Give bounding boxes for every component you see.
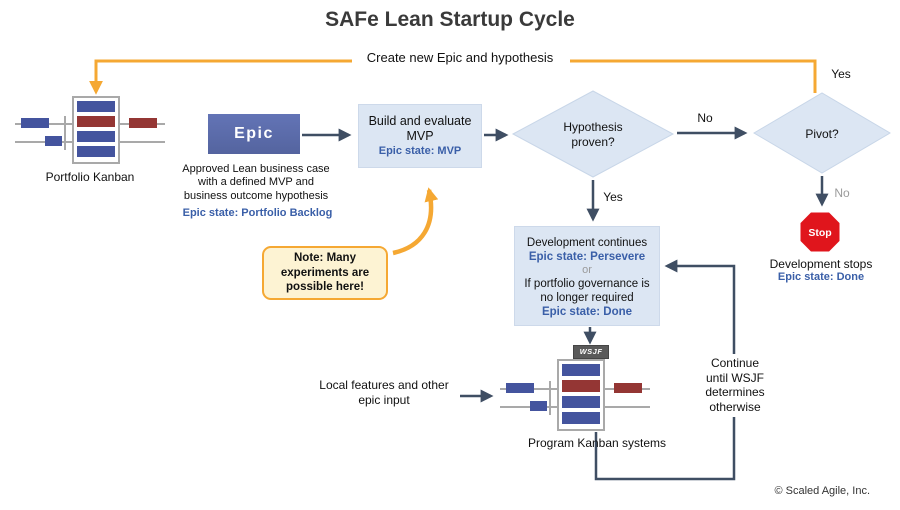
arrow-new-epic-to-portfolio-kanban xyxy=(89,59,352,95)
note-callout: Note: Many experiments are possible here… xyxy=(262,246,388,300)
portfolio-kanban-board-icon xyxy=(15,96,165,164)
build-mvp-state: Epic state: MVP xyxy=(378,144,462,157)
hypothesis-label: Hypothesis proven? xyxy=(563,120,623,149)
local-features-label: Local features and other epic input xyxy=(319,378,449,407)
pivot-label: Pivot? xyxy=(805,127,839,141)
pivot-yes-label: Yes xyxy=(831,67,851,81)
epic-description: Approved Lean business case with a defin… xyxy=(182,163,330,202)
stop-sign-label: Stop xyxy=(808,227,831,239)
development-or-label: or xyxy=(582,264,592,277)
continue-wsjf-label: Continue until WSJF determines otherwise xyxy=(699,354,771,417)
portfolio-kanban-label: Portfolio Kanban xyxy=(45,170,135,184)
build-mvp-label: Build and evaluate MVP xyxy=(368,114,472,144)
program-kanban-board-icon xyxy=(500,359,650,431)
epic-node: Epic xyxy=(208,114,300,154)
development-state-done: Epic state: Done xyxy=(541,306,633,319)
development-line2: If portfolio governance is no longer req… xyxy=(524,278,650,305)
hypothesis-no-label: No xyxy=(697,111,713,125)
arrow-pivot-yes-to-new-epic xyxy=(570,59,817,93)
development-stops-label: Development stops xyxy=(769,257,873,271)
hypothesis-yes-label: Yes xyxy=(603,190,623,204)
development-line1: Development continues xyxy=(526,237,648,249)
build-mvp-node: Build and evaluate MVP Epic state: MVP xyxy=(358,104,482,168)
create-epic-label: Create new Epic and hypothesis xyxy=(366,50,554,65)
development-state-persevere: Epic state: Persevere xyxy=(528,251,646,264)
development-stops-state: Epic state: Done xyxy=(777,271,865,283)
stop-sign-icon: Stop xyxy=(797,209,843,255)
program-kanban-label: Program Kanban systems xyxy=(527,436,667,450)
wsjf-tag: WSJF xyxy=(573,345,609,359)
copyright-notice: © Scaled Agile, Inc. xyxy=(774,485,870,497)
development-node: Development continues Epic state: Persev… xyxy=(514,226,660,326)
arrow-note-to-mvp xyxy=(392,187,439,256)
epic-state-backlog: Epic state: Portfolio Backlog xyxy=(182,207,333,219)
pivot-no-label: No xyxy=(834,186,850,200)
page-title: SAFe Lean Startup Cycle xyxy=(325,8,575,31)
